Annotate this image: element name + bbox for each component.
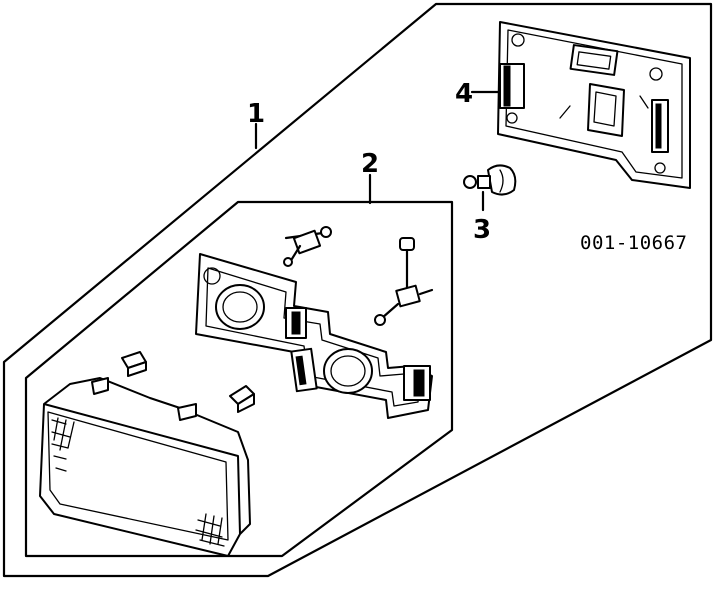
bulb [463, 164, 517, 196]
bracket-plate [497, 21, 691, 189]
adjuster-screw-lower [374, 237, 434, 326]
callout-2: 2 [361, 149, 379, 179]
clip-lower [229, 385, 255, 413]
subassembly-outline [24, 200, 454, 558]
headlamp-lens [39, 377, 251, 557]
lamp-mounting-frame [195, 253, 433, 419]
callout-3: 3 [473, 215, 491, 245]
callout-4: 4 [455, 79, 473, 109]
adjuster-screw-upper [283, 226, 332, 267]
part-code: 001-10667 [580, 232, 687, 254]
assembly-outline [2, 2, 713, 578]
callout-1: 1 [247, 99, 265, 129]
clip-upper [121, 351, 147, 377]
